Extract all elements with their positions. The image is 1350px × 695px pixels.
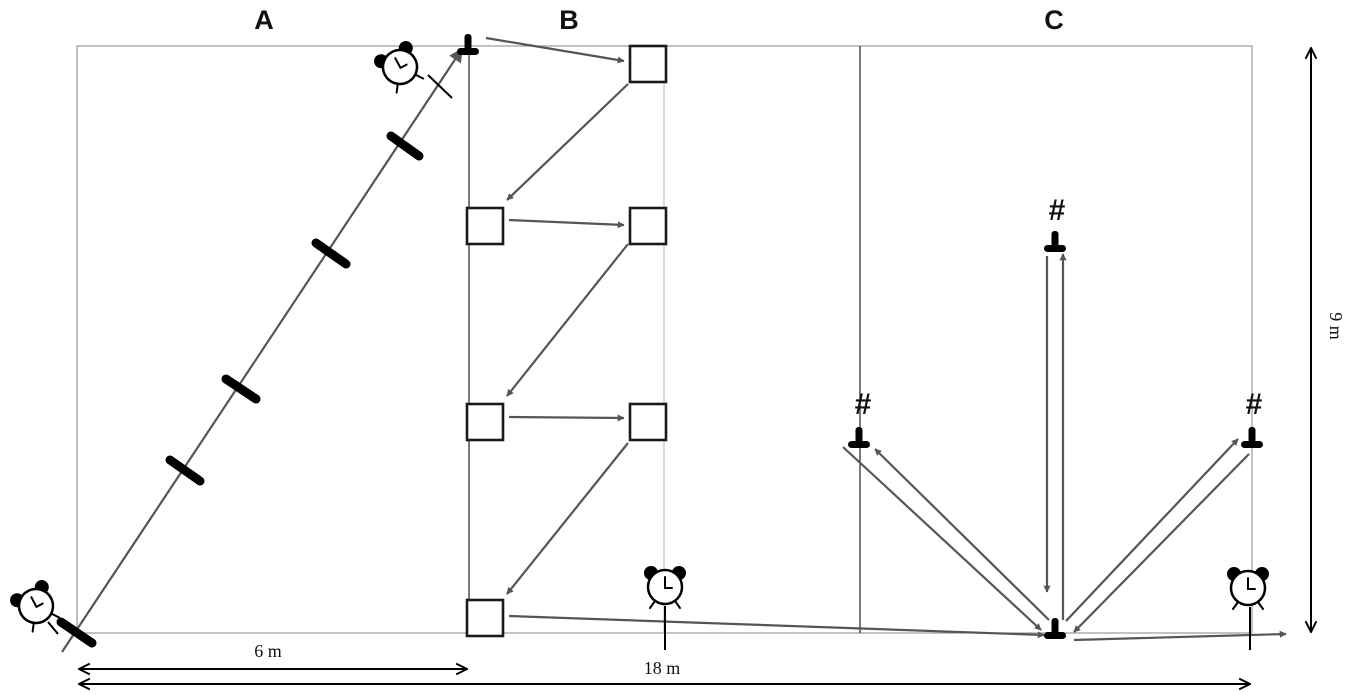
alarm-clock-icon bbox=[1225, 565, 1271, 611]
alarm-clock-icon bbox=[370, 37, 430, 97]
shuttle-arrow bbox=[508, 414, 625, 422]
square-marker-icon bbox=[465, 206, 505, 246]
cone-label-right: # bbox=[1246, 388, 1263, 421]
sprint-arrow bbox=[1065, 438, 1239, 622]
shuttle-arrow bbox=[485, 36, 625, 64]
panel-a-drill bbox=[6, 37, 463, 653]
panel-b-drill bbox=[457, 34, 1045, 650]
hurdle-icon bbox=[311, 238, 351, 269]
cone-label-center: # bbox=[1049, 194, 1066, 227]
cone-marker-icon bbox=[457, 34, 479, 55]
square-marker-icon bbox=[465, 598, 505, 638]
cone-marker-icon bbox=[848, 427, 870, 448]
cone-marker-icon bbox=[1044, 618, 1066, 639]
hurdle-icon bbox=[386, 131, 424, 161]
timer-line bbox=[47, 621, 59, 635]
hurdle-icon bbox=[56, 617, 97, 648]
diagonal-run-arrow bbox=[61, 47, 463, 653]
panel-c-drill: # # # bbox=[842, 194, 1287, 650]
timer-line bbox=[427, 74, 453, 99]
shuttle-arrow bbox=[506, 243, 629, 397]
hurdle-icon bbox=[165, 455, 205, 486]
square-marker-icon bbox=[465, 402, 505, 442]
dimension-9m-label: 9 m bbox=[1326, 312, 1346, 340]
square-marker-icon bbox=[628, 206, 668, 246]
panel-label-c: C bbox=[1044, 5, 1064, 35]
panel-label-b: B bbox=[559, 5, 579, 35]
hurdle-icon bbox=[221, 374, 261, 404]
alarm-clock-icon bbox=[642, 564, 688, 610]
cone-label-left: # bbox=[855, 388, 872, 421]
transfer-arrow bbox=[508, 614, 1045, 639]
cone-marker-icon bbox=[1241, 427, 1263, 448]
shuttle-arrow bbox=[506, 442, 629, 595]
alarm-clock-icon bbox=[6, 576, 66, 636]
finish-arrow bbox=[1073, 630, 1287, 642]
dimension-6m-label: 6 m bbox=[254, 641, 282, 661]
square-marker-icon bbox=[628, 402, 668, 442]
cone-marker-icon bbox=[1044, 231, 1066, 252]
sprint-arrow bbox=[842, 446, 1042, 631]
sprint-arrow bbox=[1073, 453, 1250, 633]
shuttle-arrow bbox=[506, 83, 629, 201]
sprint-arrow bbox=[874, 448, 1050, 621]
panel-label-a: A bbox=[254, 5, 274, 35]
square-marker-icon bbox=[628, 44, 668, 84]
shuttle-arrow bbox=[508, 218, 625, 229]
dimension-18m-label: 18 m bbox=[644, 658, 681, 678]
